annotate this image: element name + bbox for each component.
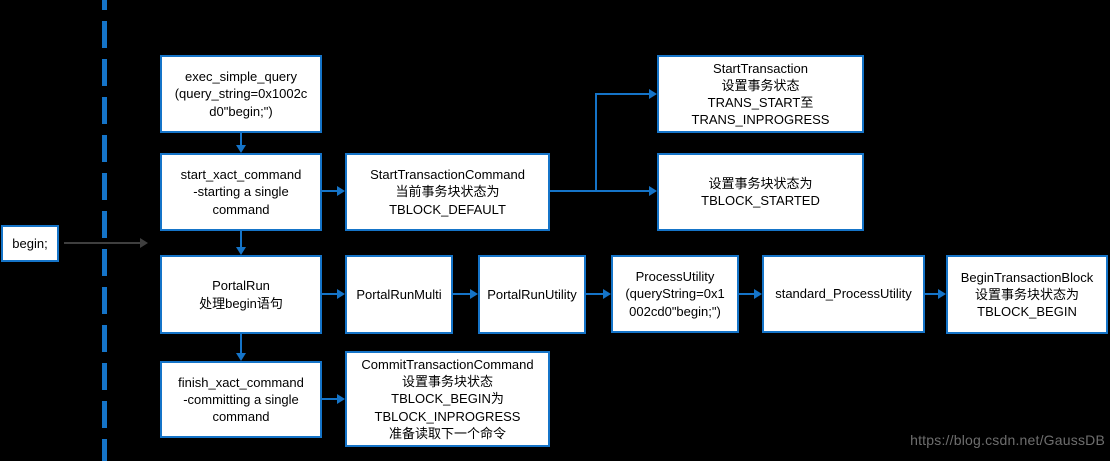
phase-divider-dashed-line bbox=[102, 0, 107, 461]
arrow-portal-run-utility-to-process-utility bbox=[586, 289, 611, 299]
arrow-standard-process-utility-to-begin-transaction-block bbox=[925, 289, 946, 299]
arrow-portal-run-to-portal-run-multi bbox=[322, 289, 345, 299]
arrow-exec-to-start-xact bbox=[236, 133, 246, 153]
arrow-stc-to-tblock-started bbox=[549, 186, 657, 196]
node-exec-simple-query: exec_simple_query (query_string=0x1002c … bbox=[160, 55, 322, 133]
node-portal-run-multi: PortalRunMulti bbox=[345, 255, 453, 334]
branch-line-vertical bbox=[595, 93, 597, 192]
node-finish-xact-command: finish_xact_command -committing a single… bbox=[160, 361, 322, 438]
arrow-stc-to-start-transaction bbox=[596, 89, 657, 99]
arrow-portal-run-multi-to-portal-run-utility bbox=[453, 289, 478, 299]
node-portal-run-utility: PortalRunUtility bbox=[478, 255, 586, 334]
node-commit-transaction-command: CommitTransactionCommand 设置事务块状态 TBLOCK_… bbox=[345, 351, 550, 447]
arrow-portal-run-to-finish-xact bbox=[236, 334, 246, 361]
node-start-xact-command: start_xact_command -starting a single co… bbox=[160, 153, 322, 231]
node-start-transaction: StartTransaction 设置事务状态 TRANS_START至 TRA… bbox=[657, 55, 864, 133]
arrow-start-xact-to-portal-run bbox=[236, 231, 246, 255]
node-start-transaction-command: StartTransactionCommand 当前事务块状态为 TBLOCK_… bbox=[345, 153, 550, 231]
node-tblock-started: 设置事务块状态为 TBLOCK_STARTED bbox=[657, 153, 864, 231]
node-begin: begin; bbox=[1, 225, 59, 262]
node-portal-run: PortalRun 处理begin语句 bbox=[160, 255, 322, 334]
node-begin-transaction-block: BeginTransactionBlock 设置事务块状态为 TBLOCK_BE… bbox=[946, 255, 1108, 334]
watermark-url: https://blog.csdn.net/GaussDB bbox=[910, 432, 1105, 448]
begin-input-arrow bbox=[64, 238, 148, 248]
arrow-process-utility-to-standard-process-utility bbox=[739, 289, 762, 299]
arrow-finish-xact-to-commit-transaction-command bbox=[322, 394, 345, 404]
node-standard-process-utility: standard_ProcessUtility bbox=[762, 255, 925, 333]
arrow-start-xact-to-start-transaction-command bbox=[322, 186, 345, 196]
node-process-utility: ProcessUtility (queryString=0x1 002cd0"b… bbox=[611, 255, 739, 333]
